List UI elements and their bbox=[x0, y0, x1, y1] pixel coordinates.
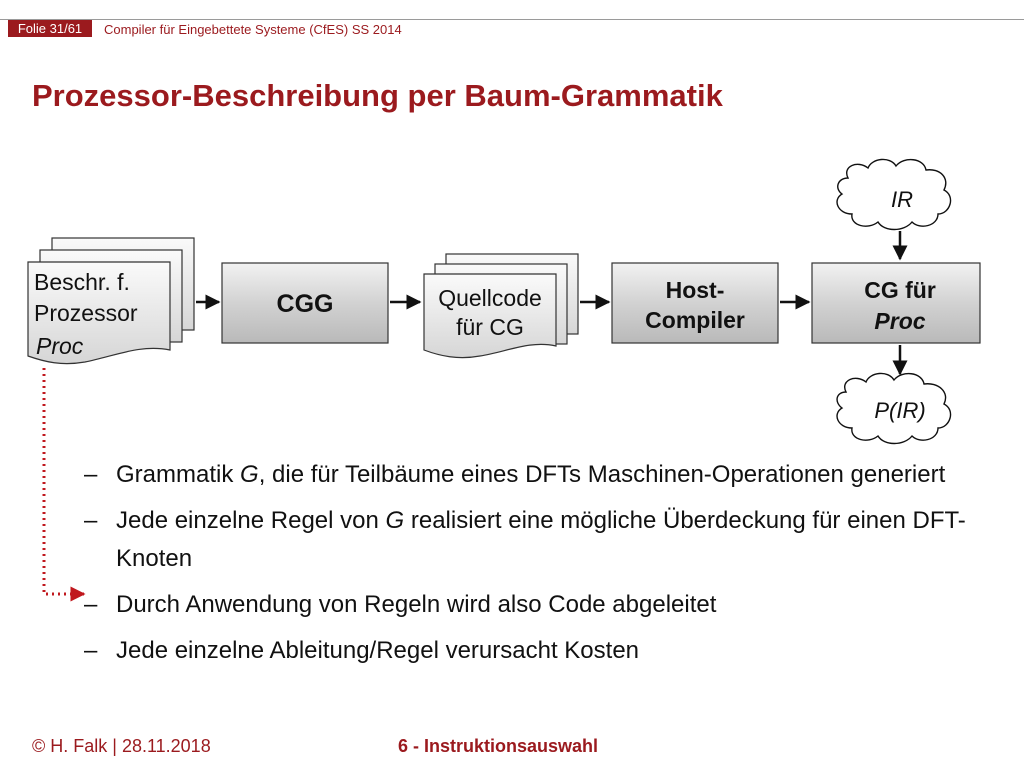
cloud-pir: P(IR) bbox=[836, 372, 952, 445]
bullet-dash: – bbox=[84, 461, 98, 488]
cgg-label: CGG bbox=[277, 290, 334, 318]
bullet-item: –Jede einzelne Regel von G realisiert ei… bbox=[84, 502, 1004, 578]
cg-proc-box: CG für Proc bbox=[811, 262, 981, 344]
bullet-text: , die für Teilbäume eines DFTs Maschinen… bbox=[258, 461, 946, 488]
host-compiler-box: Host- Compiler bbox=[611, 262, 779, 344]
source-code-doc-stack: Quellcode für CG bbox=[423, 253, 579, 359]
bullet-item: –Durch Anwendung von Regeln wird also Co… bbox=[84, 586, 1004, 624]
dotted-connector-arrow bbox=[42, 368, 86, 602]
bullet-dash: – bbox=[84, 507, 98, 534]
cgg-box: CGG bbox=[221, 262, 389, 344]
bullet-item: –Jede einzelne Ableitung/Regel verursach… bbox=[84, 632, 1004, 670]
host-compiler-line1: Host- bbox=[666, 277, 725, 303]
source-stack-line1: Quellcode bbox=[438, 285, 542, 311]
slide-number-badge: Folie 31/61 bbox=[8, 20, 92, 37]
slide-title: Prozessor-Beschreibung per Baum-Grammati… bbox=[32, 78, 723, 113]
cg-proc-line1: CG für bbox=[864, 277, 936, 303]
bullet-text: Grammatik bbox=[116, 461, 241, 488]
footer-author-date: © H. Falk | 28.11.2018 bbox=[32, 736, 211, 756]
bullet-list: –Grammatik G, die für Teilbäume eines DF… bbox=[84, 456, 1004, 678]
bullet-text: G bbox=[385, 507, 405, 534]
footer-chapter: 6 - Instruktionsauswahl bbox=[398, 736, 599, 756]
doc-stack-line3: Proc bbox=[36, 333, 84, 359]
bullet-dash: – bbox=[84, 591, 98, 618]
header-rule bbox=[0, 19, 1024, 20]
bullet-text: Jede einzelne Regel von bbox=[116, 507, 386, 534]
bullet-text: Durch Anwendung von Regeln wird also Cod… bbox=[116, 591, 717, 618]
course-title: Compiler für Eingebettete Systeme (CfES)… bbox=[104, 22, 402, 37]
cloud-ir-label: IR bbox=[891, 187, 913, 212]
bullet-item: –Grammatik G, die für Teilbäume eines DF… bbox=[84, 456, 1004, 494]
source-stack-line2: für CG bbox=[456, 314, 524, 340]
bullet-text: G bbox=[240, 461, 259, 488]
bullet-text: realisiert eine mögliche Überdeckung für… bbox=[116, 507, 966, 572]
bullet-text: Jede einzelne Ableitung/Regel verursacht… bbox=[116, 637, 640, 664]
host-compiler-line2: Compiler bbox=[645, 307, 745, 333]
cloud-pir-label: P(IR) bbox=[874, 398, 925, 423]
processor-description-doc-stack: Beschr. f. Prozessor Proc bbox=[27, 237, 195, 365]
doc-stack-line2: Prozessor bbox=[34, 300, 138, 326]
doc-stack-line1: Beschr. f. bbox=[34, 269, 130, 295]
cg-proc-line2: Proc bbox=[874, 308, 925, 334]
bullet-dash: – bbox=[84, 637, 98, 664]
cloud-ir: IR bbox=[836, 158, 952, 231]
